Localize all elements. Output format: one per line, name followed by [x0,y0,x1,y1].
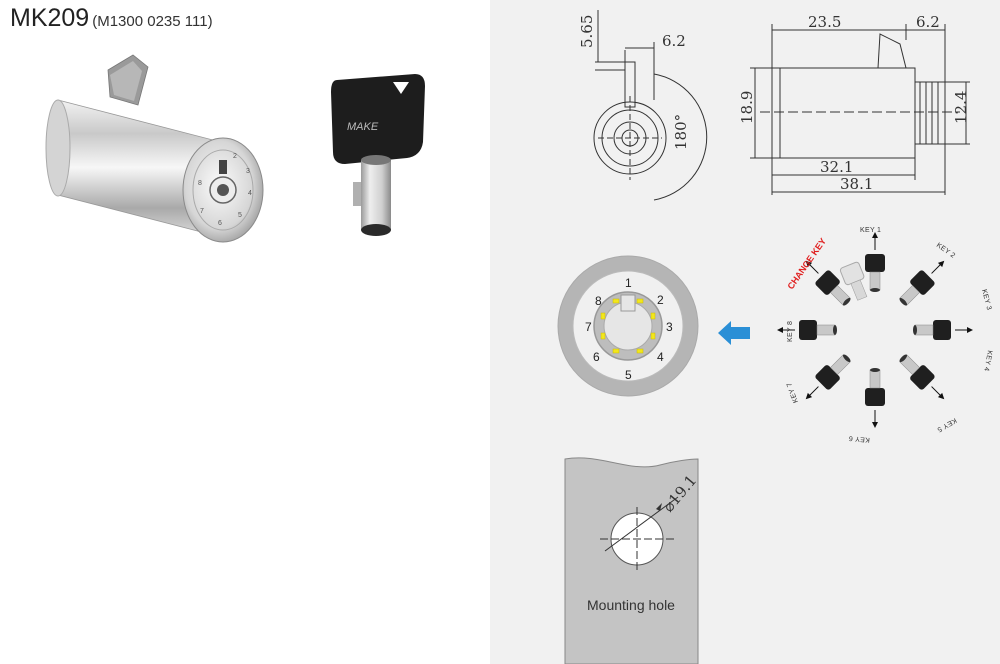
key-set-diagram: KEY 1 KEY 2 KEY 3 KEY 4 KEY 5 KEY 6 KEY … [776,227,993,443]
mounting-hole-drawing: ⌀19.1 [564,457,700,664]
dim-angle: 180° [672,114,690,150]
lock-cylinder-photo: 2 3 4 5 6 7 8 [45,54,264,243]
key-2-label: KEY 2 [935,242,956,260]
position-3: 3 [666,320,673,334]
front-view-drawing: 5.65 6.2 180° [578,10,708,201]
svg-text:2: 2 [233,153,237,160]
position-8: 8 [595,294,602,308]
key-8-label: KEY 8 [787,321,794,342]
key-1-label: KEY 1 [860,227,881,234]
position-7: 7 [585,320,592,334]
dim-height: 18.9 [740,91,756,124]
svg-text:7: 7 [200,208,204,215]
dim-shaft: 12.4 [952,91,970,124]
position-2: 2 [657,293,664,307]
side-view-drawing: 23.5 6.2 18.9 12.4 32.1 38.1 [740,13,970,195]
key-7-label: KEY 7 [786,381,800,403]
key-4-label: KEY 4 [982,350,993,372]
product-title: MK209(M1300 0235 111) [10,4,213,33]
position-6: 6 [593,350,600,364]
dim-front-width: 6.2 [662,32,686,50]
dim-body: 23.5 [808,13,841,31]
key-brand-text: MAKE [347,121,379,133]
position-5: 5 [625,368,632,382]
svg-text:3: 3 [246,168,250,175]
key-5-label: KEY 5 [936,416,958,433]
position-4: 4 [657,350,664,364]
position-1: 1 [625,276,632,290]
key-photo: MAKE [331,74,425,236]
svg-text:6: 6 [218,220,222,227]
mounting-hole-label: Mounting hole [587,597,675,613]
product-photo-panel: MK209(M1300 0235 111) 2 3 [0,0,490,664]
key-6-label: KEY 6 [848,434,870,443]
arrow-left-icon [718,321,750,345]
keyway-position-diagram: 1 2 3 4 5 6 7 8 [557,255,750,397]
dim-top: 5.65 [578,15,596,48]
dim-length-a: 32.1 [820,158,853,176]
svg-text:4: 4 [248,190,252,197]
model-number: MK209 [10,4,90,32]
dim-cam: 6.2 [916,13,940,31]
key-3-label: KEY 3 [980,289,992,311]
part-number: (M1300 0235 111) [92,13,213,30]
svg-text:8: 8 [198,180,202,187]
svg-text:5: 5 [238,212,242,219]
dim-length-total: 38.1 [840,175,873,193]
